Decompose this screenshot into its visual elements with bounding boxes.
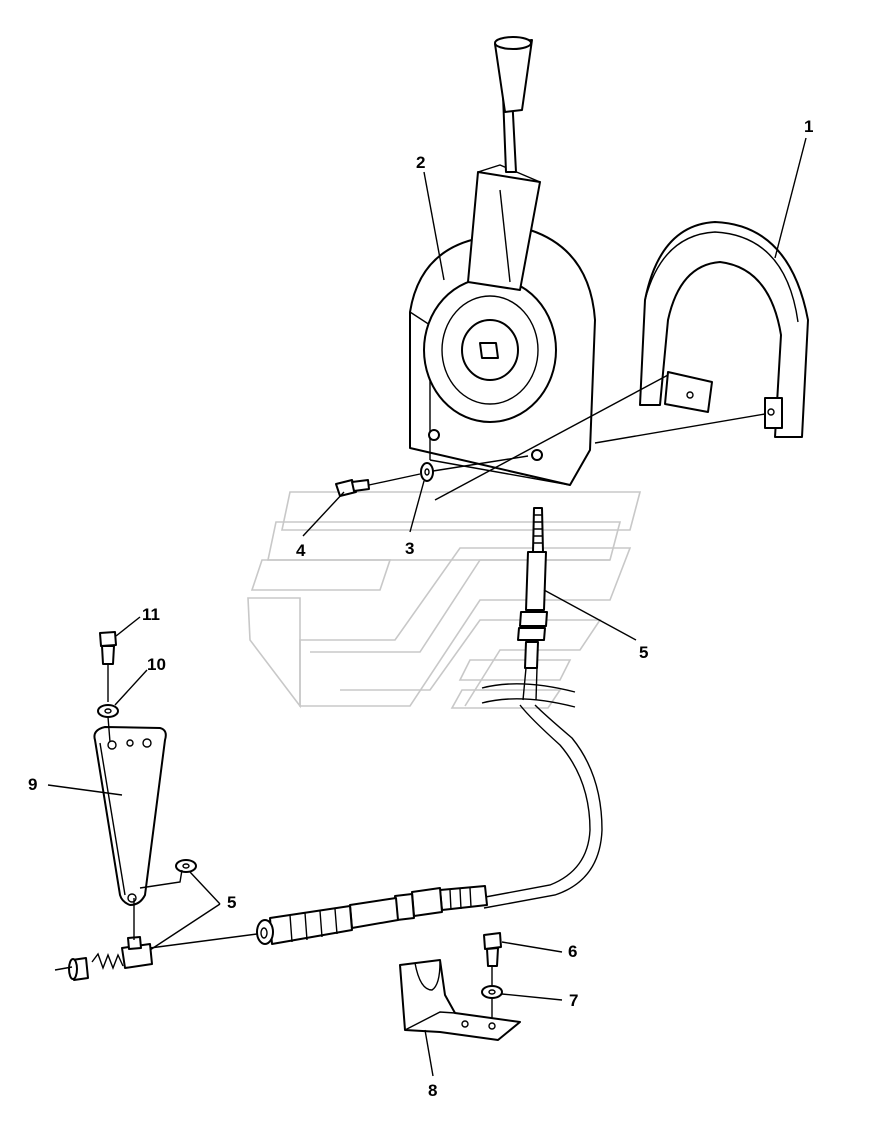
bolt-part-11 (99, 631, 117, 702)
callout-2: 2 (416, 153, 425, 172)
callout-4: 4 (296, 541, 306, 560)
callout-5-lever: 5 (227, 893, 236, 912)
bolt-part-4 (335, 479, 370, 497)
callout-5-cable: 5 (639, 643, 648, 662)
leader-lines (47, 137, 807, 1077)
washer-part-3 (420, 462, 434, 482)
callout-6: 6 (568, 942, 577, 961)
clamp-bracket-part-8 (399, 959, 521, 1041)
control-lever-housing (409, 36, 596, 486)
washer-part-7 (481, 985, 503, 999)
washer-part-10 (97, 704, 119, 718)
lever-arm-part-9 (93, 726, 167, 906)
bolt-part-6 (483, 932, 502, 967)
cable-upper-end (481, 507, 576, 708)
washer-part-5 (175, 859, 197, 873)
callout-10: 10 (147, 655, 166, 674)
cable-end-fitting (54, 936, 153, 981)
callout-11: 11 (142, 605, 160, 624)
callout-1: 1 (804, 117, 813, 136)
callout-7: 7 (569, 991, 578, 1010)
callout-3: 3 (405, 539, 414, 558)
cable-body (149, 704, 603, 949)
u-bracket (639, 221, 809, 438)
watermark-logo (247, 491, 642, 709)
callout-8: 8 (428, 1081, 437, 1100)
callout-9: 9 (28, 775, 37, 794)
